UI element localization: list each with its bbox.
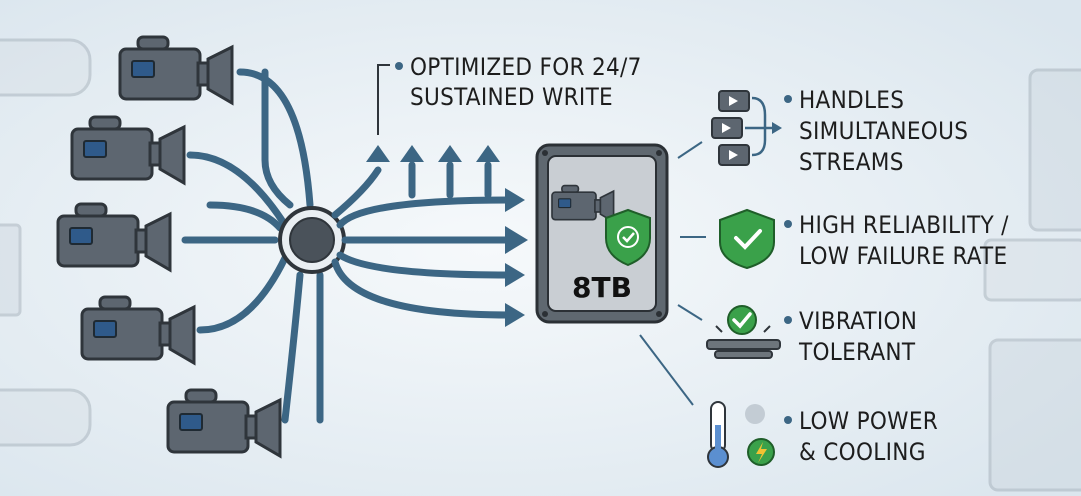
- feature-text: SIMULTANEOUS: [799, 117, 968, 145]
- note-line-2: SUSTAINED WRITE: [410, 83, 613, 111]
- monitor-icon: [0, 223, 22, 317]
- hard-drive: 8TB: [535, 143, 669, 324]
- video-streams-icon: [711, 90, 782, 166]
- bullet-dot: [784, 220, 792, 228]
- bullet-dot: [784, 416, 792, 424]
- feature-text: TOLERANT: [798, 338, 916, 366]
- input-flows: [181, 68, 324, 424]
- bullet-dot: [784, 316, 792, 324]
- vibration-check-icon: [706, 305, 781, 359]
- drive-capacity: 8TB: [572, 271, 632, 304]
- feature-vibration: VIBRATION TOLERANT: [784, 307, 917, 366]
- bullet-dot: [784, 95, 792, 103]
- monitor-icon: [988, 338, 1081, 492]
- keyboard-icon: [983, 238, 1081, 302]
- feature-text: LOW POWER: [799, 407, 938, 435]
- feature-text: HIGH RELIABILITY /: [799, 211, 1009, 239]
- hub-icon: [289, 217, 335, 263]
- feature-text: & COOLING: [799, 438, 926, 466]
- connectors: [639, 141, 706, 406]
- feature-handles-streams: HANDLES SIMULTANEOUS STREAMS: [784, 86, 968, 176]
- security-camera-icon: [0, 388, 92, 447]
- note-bracket: [377, 64, 390, 135]
- shield-check-icon: [719, 208, 775, 270]
- feature-text: LOW FAILURE RATE: [799, 242, 1007, 270]
- output-flows: [331, 145, 528, 327]
- feature-text: HANDLES: [799, 86, 904, 114]
- security-camera-icon: [0, 38, 92, 97]
- feature-power-cooling: LOW POWER & COOLING: [784, 407, 938, 466]
- feature-text: STREAMS: [799, 148, 904, 176]
- bullet-dot: [395, 62, 403, 70]
- monitor-icon: [1028, 68, 1081, 232]
- background-devices: [0, 38, 1081, 492]
- shield-check-icon: [605, 208, 651, 267]
- note-line-1: OPTIMIZED FOR 24/7: [410, 53, 642, 81]
- feature-text: VIBRATION: [799, 307, 917, 335]
- feature-reliability: HIGH RELIABILITY / LOW FAILURE RATE: [784, 211, 1009, 270]
- thermometer-power-icon: [707, 401, 775, 468]
